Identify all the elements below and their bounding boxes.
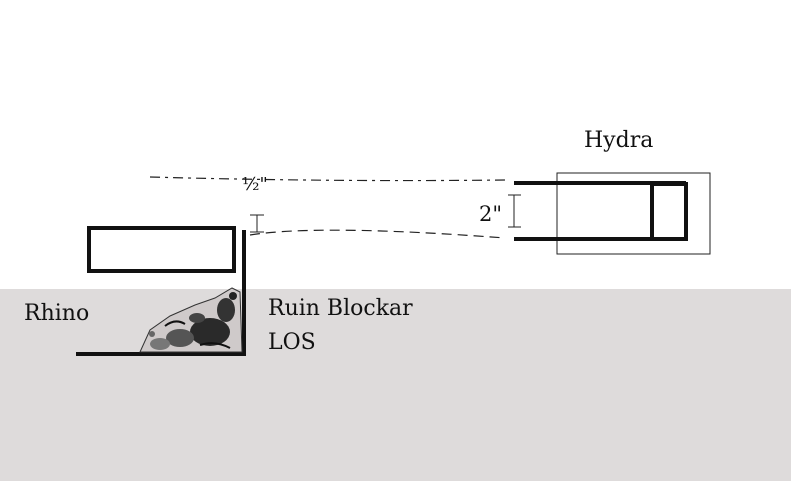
rhino-box [87,226,236,273]
los-line-top [149,176,506,182]
hydra-label: Hydra [584,128,654,153]
los-line-bottom [249,229,506,239]
rubble-pile [139,287,243,353]
ruin-label-line2: LOS [268,330,316,355]
half-inch-label: ½" [242,174,268,195]
ruin-label-line1: Ruin Blockar [268,296,413,321]
rhino-label: Rhino [24,301,90,326]
ground-area [0,289,791,481]
two-inch-label: 2" [479,202,503,226]
hydra-turret-box [650,182,688,241]
hydra-outline [556,172,711,255]
